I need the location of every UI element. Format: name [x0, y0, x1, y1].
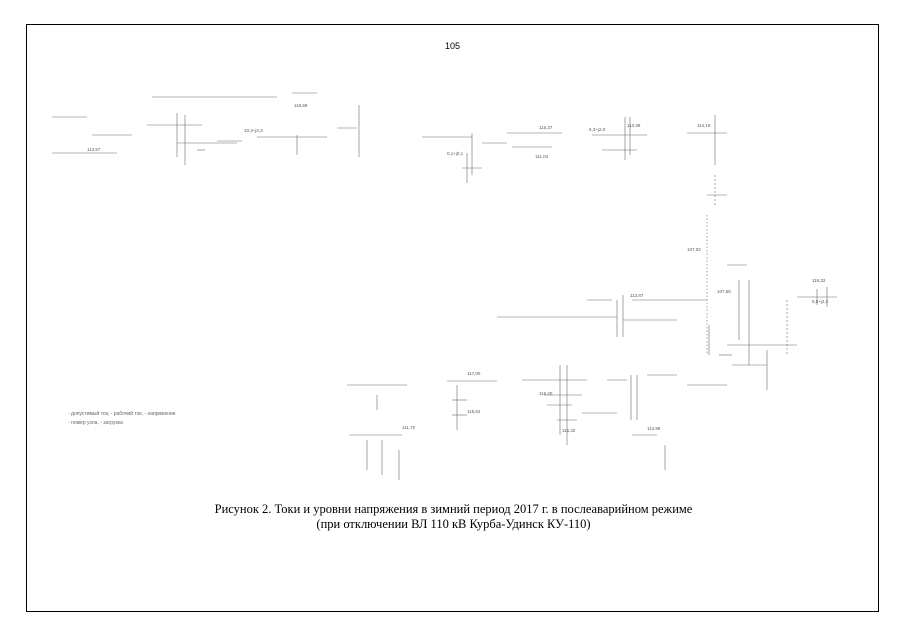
power-network-diagram: 113,57 116,69 10,3+j3,3 115,37 107,50 10…: [52, 92, 837, 480]
voltage-label: 116,20: [539, 391, 553, 396]
voltage-label: 115,37: [539, 125, 553, 130]
load-label: 5,5+j2,2: [812, 299, 829, 304]
load-label: 6,3+j2,0: [589, 127, 606, 132]
voltage-label: 113,57: [87, 147, 101, 152]
voltage-label: 115,32: [562, 428, 576, 433]
voltage-label: 111,70: [402, 425, 416, 430]
voltage-label: 114,19: [697, 123, 711, 128]
load-label: 10,3+j3,3: [244, 128, 263, 133]
voltage-label: 107,02: [687, 247, 701, 252]
voltage-label: 116,32: [812, 278, 826, 283]
voltage-label: 117,00: [467, 371, 481, 376]
voltage-label: 113,99: [647, 426, 661, 431]
page-number: 105: [444, 41, 461, 51]
document-page: 105: [26, 24, 879, 612]
figure-caption-line-2: (при отключении ВЛ 110 кВ Курба-Удинск К…: [316, 517, 591, 531]
voltage-label: 116,69: [294, 103, 308, 108]
legend-line-2: - номер узла, - загрузка: [68, 420, 123, 426]
load-label: 0,1+j0,1: [447, 151, 464, 156]
voltage-label: 113,87: [630, 293, 644, 298]
voltage-label: 107,50: [717, 289, 731, 294]
figure-caption-line-1: Рисунок 2. Токи и уровни напряжения в зи…: [214, 502, 693, 516]
voltage-label: 115,52: [467, 409, 481, 414]
voltage-label: 111,04: [535, 154, 549, 159]
legend-line-1: - допустимый ток, - рабочий ток, - напря…: [68, 411, 176, 417]
voltage-label: 113,38: [627, 123, 641, 128]
